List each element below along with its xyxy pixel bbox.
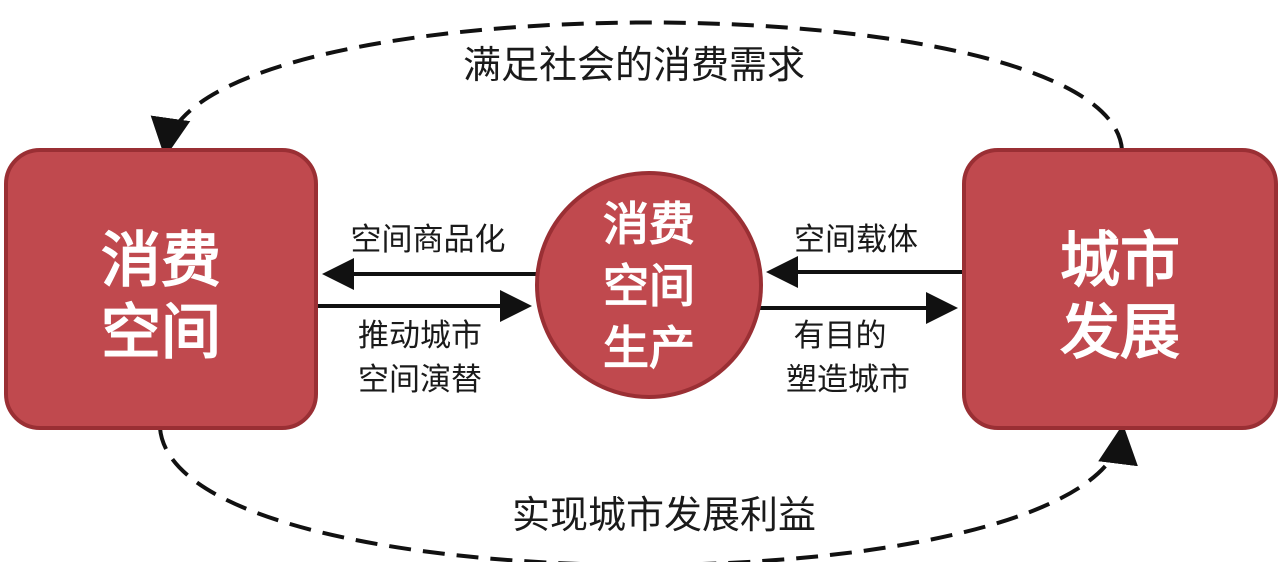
- space-production-label-line3: 生产: [603, 321, 695, 375]
- top-loop-dashed-arrow: [150, 20, 1124, 158]
- urban-development-node: [962, 148, 1278, 430]
- space-production-label-line1: 消费: [603, 197, 695, 251]
- loop-label-bottom: 实现城市发展利益: [512, 493, 816, 537]
- edge-label-drive-urban-succession-line1: 推动城市: [358, 318, 482, 354]
- consumption-space-label-line2: 空间: [101, 298, 221, 368]
- edge-label-space-commodification: 空间商品化: [351, 222, 506, 258]
- urban-development-label-line1: 城市: [1060, 226, 1180, 296]
- space-production-label-line2: 空间: [603, 259, 695, 313]
- consumption-space-node: [4, 148, 318, 430]
- edge-label-space-carrier: 空间载体: [794, 222, 918, 258]
- edge-label-purposeful-shaping-line1: 有目的: [794, 318, 887, 354]
- edge-label-drive-urban-succession-line2: 空间演替: [358, 362, 482, 398]
- loop-label-top: 满足社会的消费需求: [463, 43, 805, 87]
- consumption-space-label-line1: 消费: [101, 226, 221, 296]
- edge-label-purposeful-shaping-line2: 塑造城市: [786, 362, 910, 398]
- urban-development-label-line2: 发展: [1060, 298, 1180, 368]
- space-production-node: [535, 171, 763, 399]
